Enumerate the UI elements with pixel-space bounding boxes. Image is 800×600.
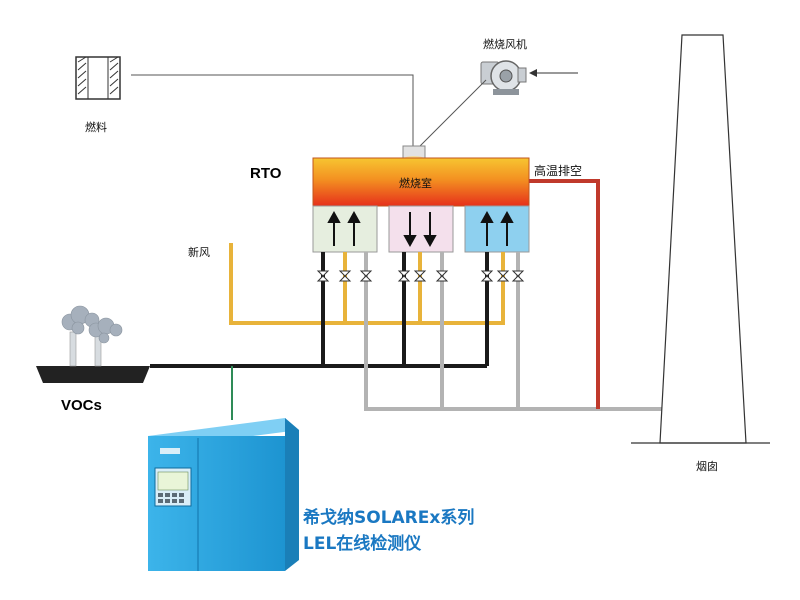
factory-smoke-icon xyxy=(36,305,150,383)
combustion-chamber xyxy=(312,157,530,207)
lel-analyzer-cabinet-icon xyxy=(148,418,299,571)
ceramic-bed-1 xyxy=(312,205,378,253)
exhaust-pipe xyxy=(364,252,662,411)
ceramic-bed-2 xyxy=(388,205,454,253)
valve xyxy=(496,270,510,282)
product-description: LEL在线检测仪 xyxy=(303,533,422,554)
arrow-up-icon xyxy=(327,210,361,246)
ceramic-bed-3 xyxy=(464,205,530,253)
valve xyxy=(480,270,494,282)
valve xyxy=(316,270,330,282)
valve xyxy=(359,270,373,282)
valve xyxy=(435,270,449,282)
product-name: 希戈纳SOLAREx系列 xyxy=(303,507,474,528)
rto-label: RTO xyxy=(250,165,282,182)
voc-pipe xyxy=(150,252,489,368)
high-temp-exhaust-label: 高温排空 xyxy=(534,163,582,178)
valve xyxy=(397,270,411,282)
fuel-line xyxy=(131,74,414,146)
valve xyxy=(338,270,352,282)
fan-to-burner-line xyxy=(419,79,487,147)
arrow-up-icon xyxy=(480,210,514,246)
combustion-chamber-label: 燃烧室 xyxy=(399,176,432,190)
arrow-down-icon xyxy=(403,212,437,248)
fuel-label: 燃料 xyxy=(85,120,107,134)
fan-inlet-arrowhead xyxy=(529,69,537,77)
chimney-label: 烟囱 xyxy=(696,459,718,473)
fresh-air-label: 新风 xyxy=(188,245,210,259)
burner-fan-label: 燃烧风机 xyxy=(483,37,527,51)
valve xyxy=(413,270,427,282)
valve xyxy=(511,270,525,282)
fuel-tank-icon xyxy=(75,56,121,100)
chimney xyxy=(659,34,747,444)
vocs-label: VOCs xyxy=(61,397,102,414)
valve-group xyxy=(316,270,525,282)
hot-exhaust-pipe xyxy=(529,179,600,409)
blower-fan-icon xyxy=(480,60,527,95)
